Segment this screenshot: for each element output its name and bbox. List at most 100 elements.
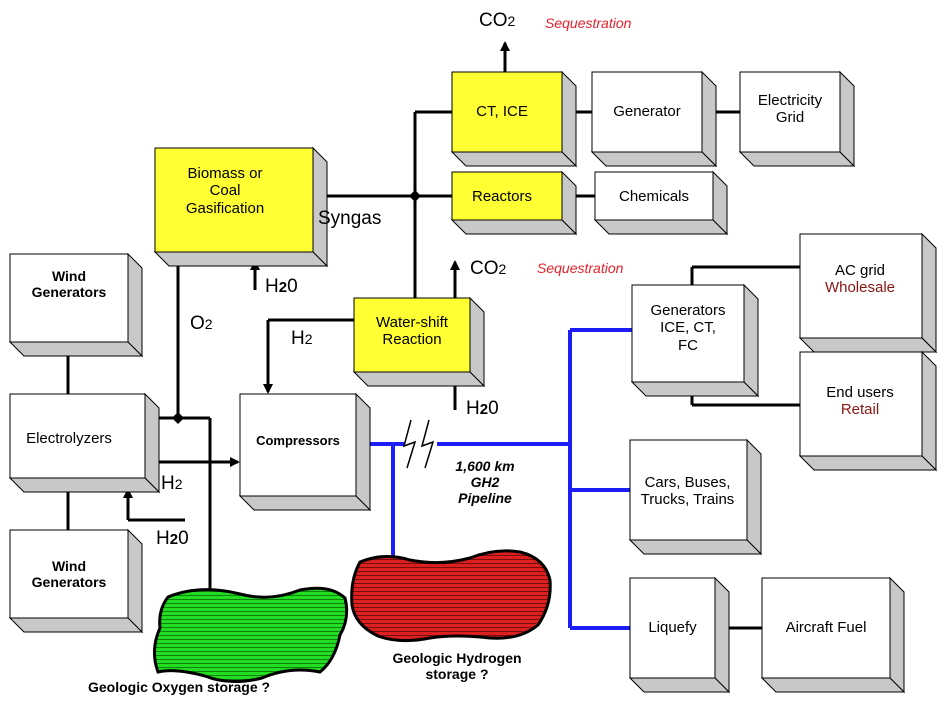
vehicles-label: Cars, Buses,Trucks, Trains — [640, 474, 735, 509]
compressors-box-bottom — [238, 495, 372, 511]
junction-dots — [172, 190, 421, 424]
h2o-shift-label: H20 — [466, 398, 499, 419]
electrolyzers-label: Electrolyzers — [26, 430, 112, 447]
sequestration-mid-label: Sequestration — [537, 260, 624, 276]
wind-bottom-box-side — [127, 528, 143, 634]
ac-grid-box-bottom — [798, 337, 938, 353]
aircraft-fuel-label: Aircraft Fuel — [785, 619, 867, 636]
generator-box — [590, 70, 718, 168]
ct-ice-box — [450, 70, 578, 168]
liquefy-box-face — [629, 577, 716, 679]
connector-lines — [66, 41, 800, 630]
vehicles-box-side — [746, 438, 762, 556]
vehicles-box — [628, 438, 763, 556]
ac-grid-box-side — [921, 232, 937, 354]
liquefy-box-bottom — [628, 677, 731, 693]
liquefy-box-side — [714, 576, 730, 694]
generators-box-side — [743, 283, 759, 398]
electrolyzers-box-bottom — [8, 477, 161, 493]
wind-bottom-box-bottom — [8, 617, 144, 633]
sequestration-top-label: Sequestration — [545, 15, 632, 31]
liquefy-label: Liquefy — [648, 619, 697, 636]
wind-top-box — [8, 252, 144, 358]
pipeline-break-icon — [402, 419, 435, 469]
biomass-box-side — [312, 146, 328, 268]
co2-mid-label: CO2 — [470, 258, 507, 279]
wind-top-box-bottom — [8, 341, 144, 357]
ct-ice-box-face — [451, 71, 563, 153]
vehicles-box-bottom — [628, 539, 763, 555]
compressors-box-side — [355, 392, 371, 512]
h2-shift-label: H2 — [291, 328, 313, 349]
oxygen-storage-blob — [153, 586, 349, 683]
generator-box-side — [701, 70, 717, 168]
compressors-label: Compressors — [256, 433, 340, 448]
generator-label: Generator — [613, 103, 681, 120]
aircraft-fuel-box-side — [889, 576, 905, 694]
end-users-box-bottom — [798, 455, 938, 471]
reactors-box-bottom — [450, 219, 578, 235]
compressors-box-face — [239, 393, 357, 497]
biomass-box-bottom — [153, 251, 329, 267]
syngas-label: Syngas — [318, 208, 382, 229]
o2-label: O2 — [190, 313, 213, 334]
generator-box-bottom — [590, 151, 718, 167]
reactors-box-face — [451, 171, 563, 221]
water-shift-box-side — [469, 296, 485, 388]
hydrogen-storage-blob — [350, 549, 552, 643]
biomass-box — [153, 146, 329, 268]
end-users-box-face — [799, 351, 923, 457]
chemicals-label: Chemicals — [618, 188, 690, 205]
wind-top-box-side — [127, 252, 143, 358]
wind-bottom-box — [8, 528, 144, 634]
water-shift-box-bottom — [352, 371, 486, 387]
wind-bottom-box-face — [9, 529, 129, 619]
ac-grid-box — [798, 232, 938, 354]
oxygen-storage-label: Geologic Oxygen storage ? — [88, 679, 271, 695]
h2o-electrolyzer-label: H20 — [156, 528, 189, 549]
co2-top-label: CO2 — [479, 10, 516, 31]
end-users-box-side — [921, 350, 937, 472]
chemicals-box-bottom — [593, 219, 729, 235]
generator-box-face — [591, 71, 703, 153]
ct-ice-box-bottom — [450, 151, 578, 167]
h2-electrolyzer-label: H2 — [161, 473, 183, 494]
generators-box — [630, 283, 760, 398]
biomass-box-face — [154, 147, 314, 253]
electricity-grid-box-face — [739, 71, 841, 153]
generators-box-bottom — [630, 381, 760, 397]
water-shift-box-face — [353, 297, 471, 373]
ct-ice-box-side — [561, 70, 577, 168]
liquefy-box — [628, 576, 731, 694]
electrolyzers-box-side — [144, 392, 160, 494]
reactors-box — [450, 170, 578, 236]
process-boxes — [8, 70, 938, 694]
water-shift-box — [352, 296, 486, 388]
electrolyzers-box-face — [9, 393, 146, 479]
electrolyzers-box — [8, 392, 161, 494]
generators-box-face — [631, 284, 745, 383]
aircraft-fuel-box-face — [761, 577, 891, 679]
chemicals-box — [593, 170, 729, 236]
end-users-box — [798, 350, 938, 472]
aircraft-fuel-box-bottom — [760, 677, 906, 693]
wind-top-box-face — [9, 253, 129, 343]
aircraft-fuel-box — [760, 576, 906, 694]
reactors-label: Reactors — [471, 188, 533, 205]
ct-ice-label: CT, ICE — [476, 103, 528, 120]
electricity-grid-box-bottom — [738, 151, 856, 167]
chemicals-box-face — [594, 171, 714, 221]
h2o-gasifier-label: H20 — [265, 276, 298, 297]
vehicles-box-face — [629, 439, 748, 541]
